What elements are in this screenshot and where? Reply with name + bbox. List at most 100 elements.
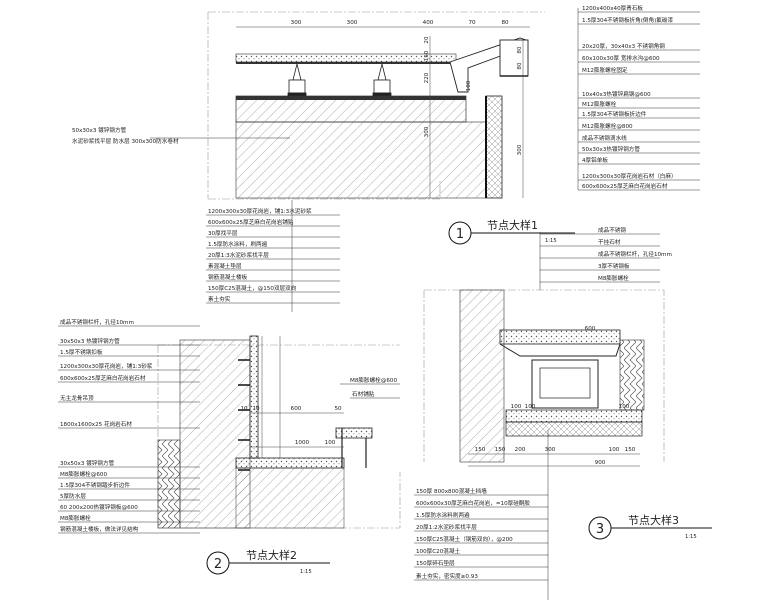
coping-stone: [499, 329, 621, 345]
callout-note: 素土夯实，密实度≥0.93: [416, 572, 478, 580]
callout-note: 50x30x3热镀锌钢方管: [582, 145, 640, 153]
callout-note: 150厚碎石垫层: [416, 559, 455, 567]
callout-note: 1200x300x30厚花岗岩石材（白麻）: [582, 172, 677, 180]
paving-slab: [235, 53, 457, 63]
dimension-label: 100: [609, 447, 620, 453]
callout-note: 钢筋混凝土楼板，做法详见结构: [60, 525, 139, 533]
callout-note: 60x100x30厚 宽排水沟@600: [582, 54, 660, 62]
dimension-label: 300: [517, 144, 523, 155]
dimension-label: 80: [517, 46, 523, 54]
callout-note: 1200x300x30厚花岗岩，铺1:3水泥砂浆: [208, 207, 312, 215]
dimension-label: 100: [466, 80, 472, 91]
callout-note: 1.5厚防水涂料刷两遍: [416, 511, 470, 519]
callout-note: M12膨胀螺栓@800: [582, 122, 633, 130]
callout-note: M8膨胀螺栓@600: [60, 470, 107, 478]
dimension-label: 150: [424, 50, 430, 61]
dimension-label: 80: [517, 62, 523, 70]
dimension-label: 220: [424, 72, 430, 83]
concrete-beam: [235, 121, 487, 199]
dimension-label: 150: [475, 447, 486, 453]
dimension-label: 300: [545, 447, 556, 453]
callout-note: 1.5厚304不锈钢板折角(倒角)氟碳漆: [582, 16, 673, 24]
callout-note: M8膨胀螺栓: [60, 514, 91, 522]
dimension-label: 300: [424, 126, 430, 137]
callout-note: 干挂石材: [598, 238, 621, 246]
callout-note: 水泥砂浆找平层 防水层 300x300防水卷材: [72, 137, 179, 145]
callout-note: 素土夯实: [208, 295, 231, 303]
brick-wall: [157, 439, 181, 529]
callout-note: M12膨胀螺栓: [582, 100, 617, 108]
callout-note: 1200x400x40厚青石板: [582, 4, 643, 12]
callout-note: M8膨胀螺栓: [598, 274, 629, 282]
dimension-label: 100: [525, 404, 536, 410]
detail-2-number: 2: [214, 557, 222, 572]
detail-1-scale: 1:15: [545, 238, 557, 244]
callout-note: 3厚不锈钢板: [598, 262, 630, 270]
detail-3-title: 节点大样3: [628, 513, 679, 527]
dimension-label: 100: [619, 404, 630, 410]
callout-note: 钢筋混凝土楼板: [208, 273, 248, 281]
detail-1-title: 节点大样1: [487, 218, 538, 232]
callout-note: 600x600x25厚芝麻白花岗岩石材: [60, 374, 146, 382]
callout-note: 30厚找平层: [208, 229, 238, 237]
callout-note: 1.5厚304不锈钢板折边件: [582, 110, 647, 118]
callout-note: 50x30x3 镀锌钢方管: [72, 126, 127, 134]
callout-note: M12膨胀螺栓固定: [582, 66, 628, 74]
dimension-label: 150: [495, 447, 506, 453]
gutter-box: [499, 39, 529, 77]
detail-1-number: 1: [456, 227, 464, 242]
dimension-label: 900: [595, 460, 606, 466]
dimension-label: 150: [625, 447, 636, 453]
callout-note: 成品不锈钢栏杆，孔径10mm: [598, 250, 672, 258]
callout-note: M8膨胀螺栓@600: [350, 376, 397, 384]
detail-1-notes-bottom: 1200x300x30厚花岗岩，铺1:3水泥砂浆 600x600x25厚芝麻白花岗…: [206, 207, 340, 304]
callout-note: 100厚C20混凝土: [416, 547, 460, 555]
callout-note: 10x40x3热镀锌扁钢@600: [582, 90, 651, 98]
callout-note: 1200x300x30厚花岗岩，铺1:3砂浆: [60, 362, 153, 370]
callout-note: 1.5厚不锈钢扣板: [60, 348, 103, 356]
gravel-base: [505, 409, 643, 423]
callout-note: 1.5厚防水涂料，刷两遍: [208, 240, 268, 248]
pedestal-supports: [287, 63, 392, 97]
floor-slab: [235, 457, 345, 469]
dimension-label: 100: [511, 404, 522, 410]
callout-note: 5厚防水层: [60, 492, 86, 500]
callout-note: 30x50x3 热镀锌钢方管: [60, 337, 120, 345]
callout-note: 1.5厚304不锈钢踏步折边件: [60, 481, 130, 489]
callout-note: 4厚铝单板: [582, 156, 608, 164]
callout-note: 600x600x25厚芝麻白花岗岩石材: [582, 182, 668, 190]
concrete-base: [505, 421, 643, 437]
dimension-label: 100: [325, 440, 336, 446]
detail-2-title: 节点大样2: [246, 548, 297, 562]
right-brick: [619, 339, 645, 411]
callout-note: 60 200x200热镀锌钢板@600: [60, 503, 138, 511]
callout-note: 20x20厚，30x40x3 不锈钢角钢: [582, 42, 665, 50]
waterproof-layer: [236, 96, 466, 100]
dimension-label: 20: [424, 36, 430, 44]
dimension-label: 50: [334, 406, 342, 412]
dimension-label: 200: [515, 447, 526, 453]
callout-note: 600x600x25厚芝麻白花岗岩铺贴: [208, 218, 294, 226]
dimension-label: 300: [291, 20, 302, 26]
callout-note: 30x50x3 镀锌钢方管: [60, 459, 115, 467]
dimension-label: 600: [585, 326, 596, 332]
dimension-label: 300: [347, 20, 358, 26]
dimension-label: 600: [291, 406, 302, 412]
detail-3-notes-bottom: 150厚 800x800混凝土挡墙 600x600x30厚芝麻白花岗岩，=10厚硅…: [414, 487, 548, 581]
paving-bed: [236, 62, 456, 64]
callout-note: 600x600x30厚芝麻白花岗岩，=10厚硅酮胶: [416, 499, 530, 507]
dimension-label: 400: [423, 20, 434, 26]
detail-3-number: 3: [596, 522, 604, 537]
callout-note: 150厚 800x800混凝土挡墙: [416, 487, 487, 495]
detail-1-notes-right: 1200x400x40厚青石板 1.5厚304不锈钢板折角(倒角)氟碳漆 20x20…: [578, 4, 700, 191]
